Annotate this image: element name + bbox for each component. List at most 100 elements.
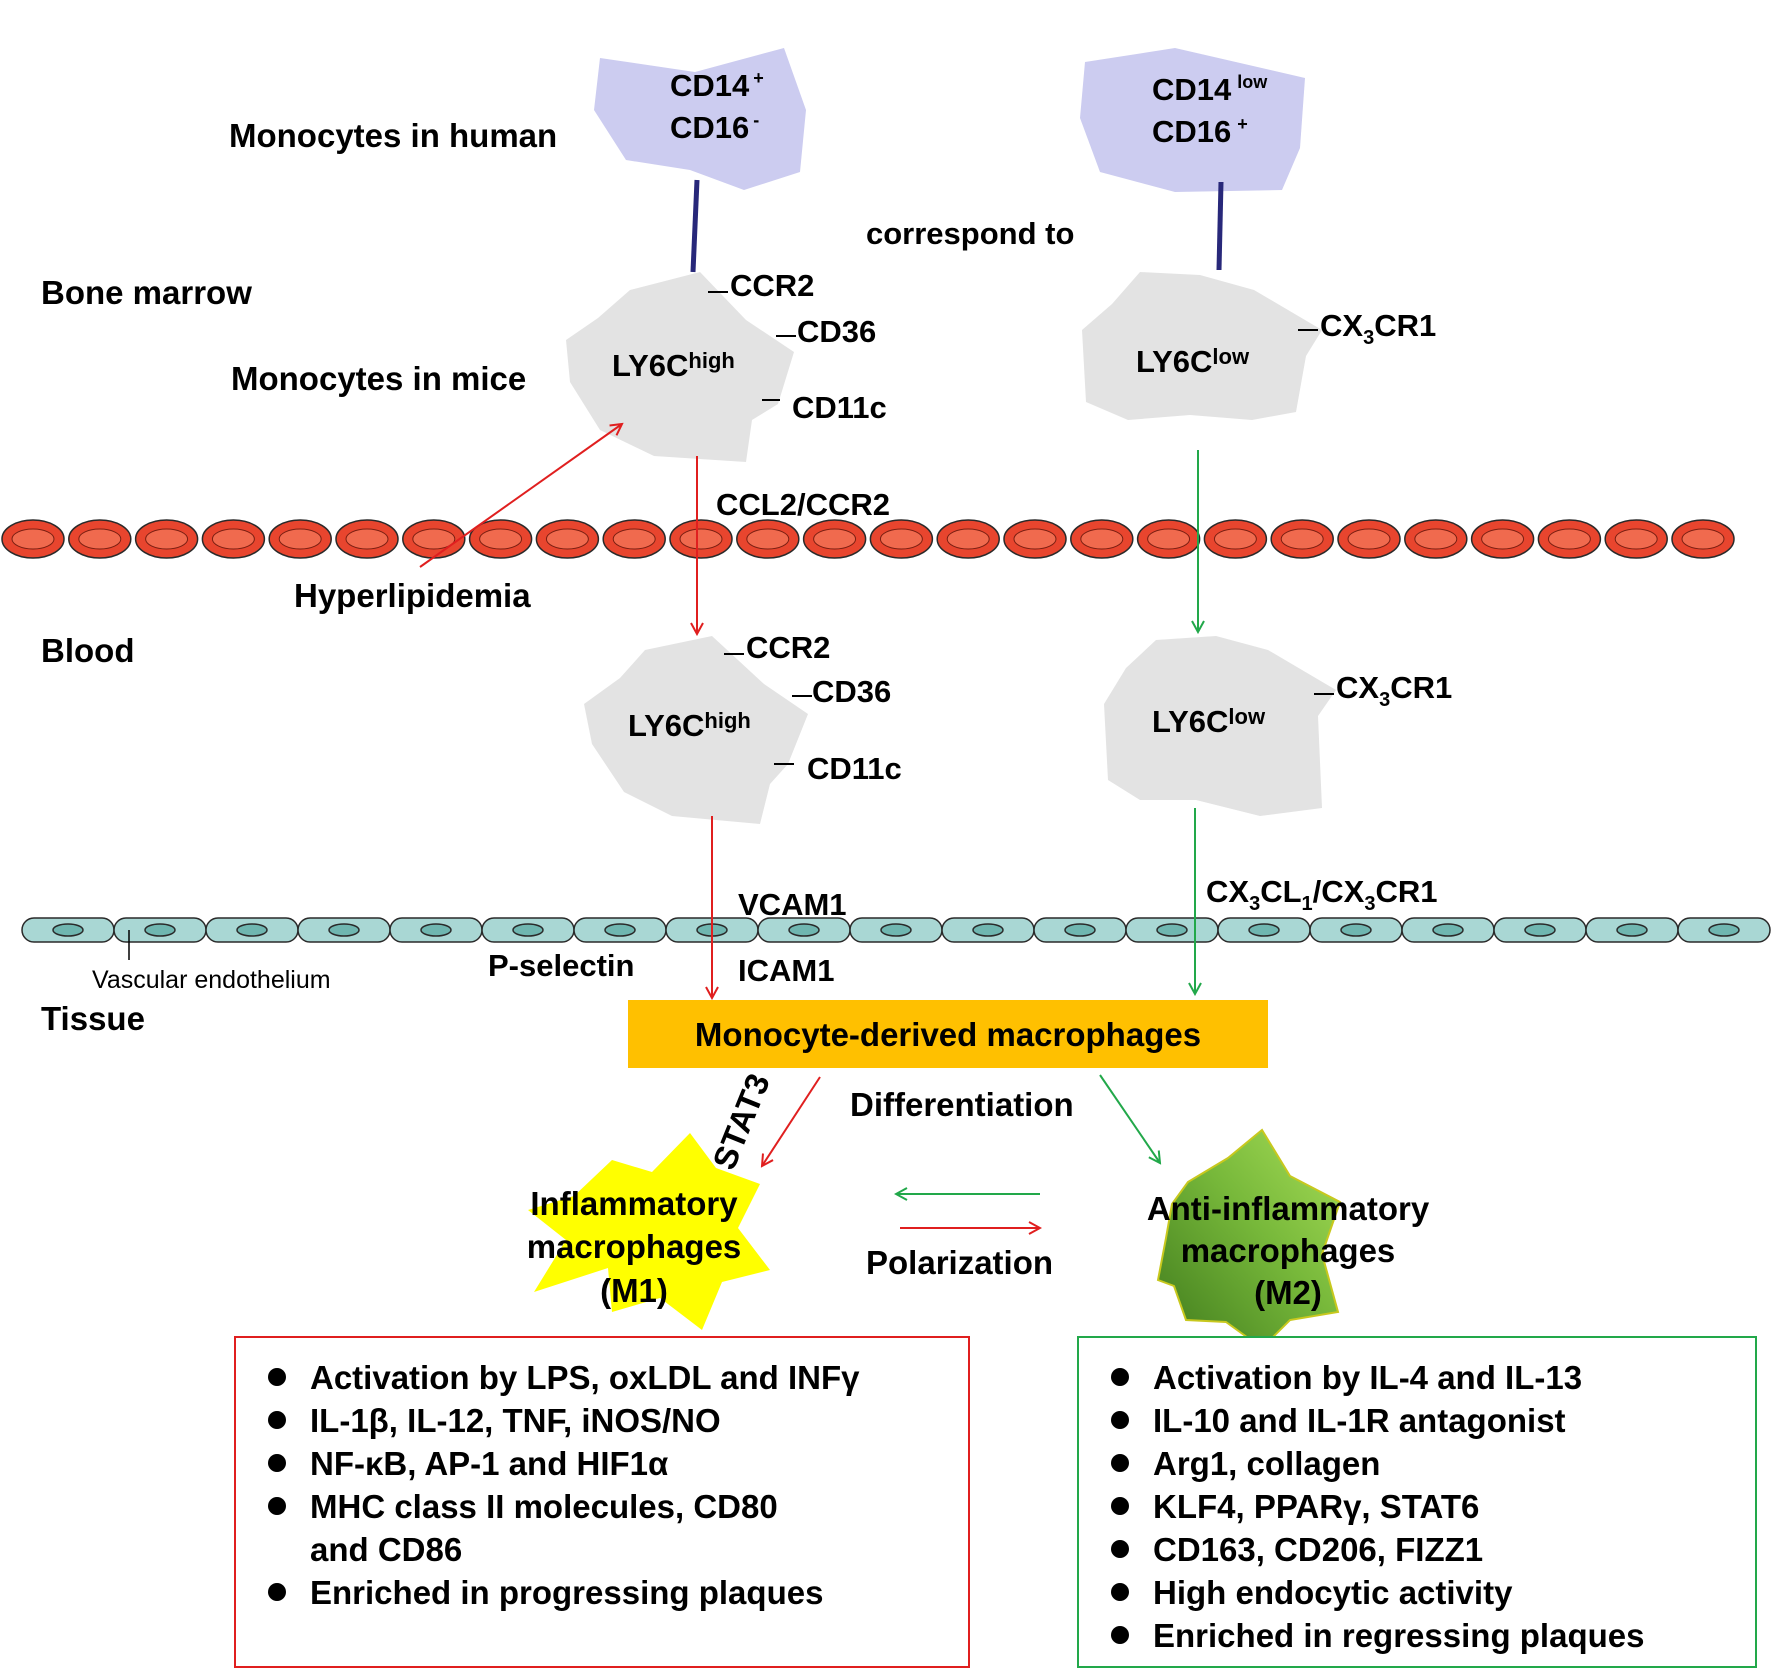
red-blood-cell-core <box>211 528 255 550</box>
red-blood-cell-core <box>1547 528 1591 550</box>
bullet-icon <box>268 1583 286 1601</box>
bullet-icon <box>1111 1540 1129 1558</box>
endothelial-nucleus <box>512 923 544 937</box>
endothelial-nucleus <box>52 923 84 937</box>
arrow-to-m1 <box>762 1076 821 1166</box>
red-blood-cell-core <box>879 528 923 550</box>
m2-label-line1: Anti-inflammatory <box>1147 1190 1430 1227</box>
marker-cd36-blood: CD36 <box>812 674 891 709</box>
red-blood-cell-core <box>145 528 189 550</box>
endothelial-nucleus <box>1064 923 1096 937</box>
bullet-icon <box>268 1454 286 1472</box>
ly6c-high-label-bm: LY6Chigh <box>612 348 735 383</box>
property-text: IL-10 and IL-1R antagonist <box>1153 1402 1566 1439</box>
endothelial-nucleus <box>1248 923 1280 937</box>
property-text: IL-1β, IL-12, TNF, iNOS/NO <box>310 1402 721 1439</box>
red-blood-cell-core <box>545 528 589 550</box>
endothelial-nucleus <box>420 923 452 937</box>
marker-cd36-bm: CD36 <box>797 314 876 349</box>
red-blood-cell-core <box>746 528 790 550</box>
m2-label-line3: (M2) <box>1254 1274 1322 1311</box>
endothelial-nucleus <box>972 923 1004 937</box>
arrow-to-m2 <box>1099 1074 1160 1163</box>
label-polarization: Polarization <box>866 1244 1053 1281</box>
bullet-icon <box>1111 1626 1129 1644</box>
red-blood-cell-core <box>11 528 55 550</box>
endothelial-nucleus <box>236 923 268 937</box>
red-blood-cell-core <box>412 528 456 550</box>
endothelial-nucleus <box>1708 923 1740 937</box>
label-tissue: Tissue <box>41 1000 145 1037</box>
label-bone-marrow: Bone marrow <box>41 274 252 311</box>
m1-label-line1: Inflammatory <box>530 1185 738 1222</box>
human-cell-right-line2: CD16+ <box>1152 114 1248 149</box>
red-blood-cell-layer <box>1 519 1735 559</box>
red-blood-cell-core <box>813 528 857 550</box>
endothelial-nucleus <box>880 923 912 937</box>
bullet-icon <box>268 1497 286 1515</box>
mouse-cell-ly6c-low-blood <box>1104 636 1336 816</box>
bullet-icon <box>1111 1368 1129 1386</box>
property-item: Activation by LPS, oxLDL and INFγ <box>268 1356 968 1399</box>
hyperlipidemia-arrow <box>419 424 622 568</box>
m1-macrophage-star <box>528 1133 770 1330</box>
red-blood-cell-core <box>1614 528 1658 550</box>
property-item: KLF4, PPARγ, STAT6 <box>1111 1485 1755 1528</box>
label-p-selectin: P-selectin <box>488 948 634 983</box>
marker-ccr2-bm: CCR2 <box>730 268 814 303</box>
property-item: MHC class II molecules, CD80 and CD86 <box>268 1485 968 1571</box>
property-text: MHC class II molecules, CD80 and CD86 <box>310 1488 778 1568</box>
marker-cx3cr1-bm: CX3CR1 <box>1320 308 1436 349</box>
human-monocyte-cell-right <box>1080 48 1305 192</box>
bullet-icon <box>1111 1411 1129 1429</box>
red-blood-cell-core <box>1080 528 1124 550</box>
red-blood-cell-core <box>1414 528 1458 550</box>
endothelial-nucleus <box>1432 923 1464 937</box>
human-cell-left-line2: CD16- <box>670 110 759 145</box>
bullet-icon <box>1111 1454 1129 1472</box>
label-icam1: ICAM1 <box>738 953 834 988</box>
m2-label-line2: macrophages <box>1181 1232 1396 1269</box>
mouse-cell-ly6c-high-blood <box>584 636 808 824</box>
label-monocytes-mice: Monocytes in mice <box>231 360 526 397</box>
endothelial-nucleus <box>604 923 636 937</box>
bullet-icon <box>268 1411 286 1429</box>
bullet-icon <box>1111 1497 1129 1515</box>
property-item: High endocytic activity <box>1111 1571 1755 1614</box>
red-blood-cell-core <box>278 528 322 550</box>
property-item: IL-1β, IL-12, TNF, iNOS/NO <box>268 1399 968 1442</box>
label-cx3cl1-cx3cr1: CX3CL1/CX3CR1 <box>1206 874 1437 915</box>
red-blood-cell-core <box>1013 528 1057 550</box>
mouse-cell-ly6c-high-bone-marrow <box>566 272 794 462</box>
red-blood-cell-core <box>679 528 723 550</box>
property-text: High endocytic activity <box>1153 1574 1513 1611</box>
property-text: Activation by LPS, oxLDL and INFγ <box>310 1359 860 1396</box>
ly6c-low-label-blood: LY6Clow <box>1152 704 1266 739</box>
property-item: NF-κB, AP-1 and HIF1α <box>268 1442 968 1485</box>
red-blood-cell-core <box>946 528 990 550</box>
property-text: Enriched in progressing plaques <box>310 1574 824 1611</box>
red-blood-cell-core <box>345 528 389 550</box>
red-blood-cell-core <box>1681 528 1725 550</box>
label-hyperlipidemia: Hyperlipidemia <box>294 577 531 614</box>
endothelial-nucleus <box>144 923 176 937</box>
endothelial-nucleus <box>1524 923 1556 937</box>
property-text: KLF4, PPARγ, STAT6 <box>1153 1488 1480 1525</box>
label-monocytes-human: Monocytes in human <box>229 117 557 154</box>
human-cell-left-line1: CD14+ <box>670 68 764 103</box>
property-text: NF-κB, AP-1 and HIF1α <box>310 1445 669 1482</box>
red-blood-cell-core <box>612 528 656 550</box>
property-item: CD163, CD206, FIZZ1 <box>1111 1528 1755 1571</box>
monocyte-derived-macrophages-box <box>628 1000 1268 1068</box>
ly6c-high-label-blood: LY6Chigh <box>628 708 751 743</box>
endothelial-nucleus <box>328 923 360 937</box>
label-correspond-to: correspond to <box>866 216 1074 251</box>
property-text: Arg1, collagen <box>1153 1445 1381 1482</box>
property-item: Activation by IL-4 and IL-13 <box>1111 1356 1755 1399</box>
ly6c-low-label-bm: LY6Clow <box>1136 344 1250 379</box>
red-blood-cell-core <box>1481 528 1525 550</box>
label-vascular-endothelium: Vascular endothelium <box>92 966 331 994</box>
